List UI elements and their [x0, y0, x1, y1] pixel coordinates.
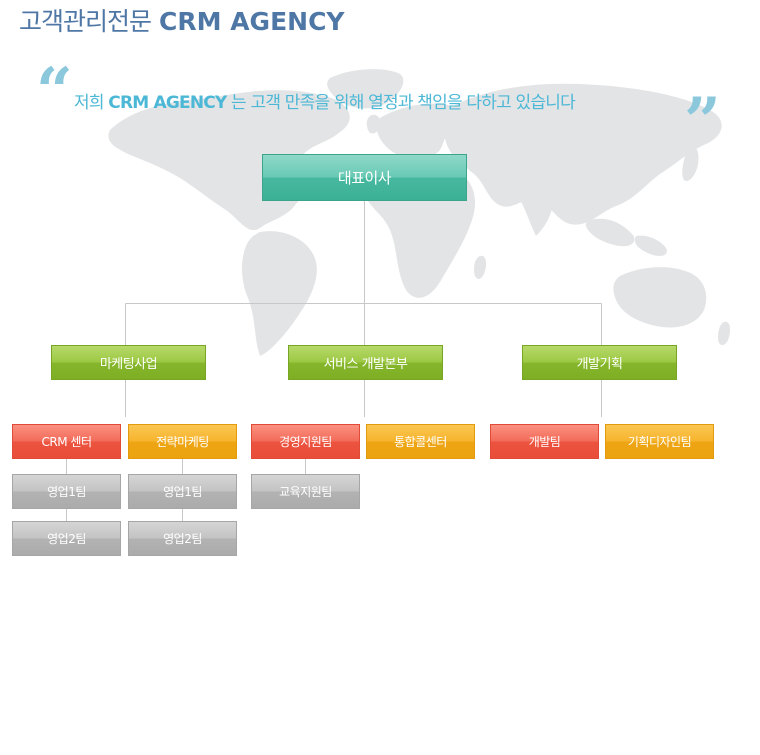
- slogan: 저희 CRM AGENCY 는 고객 만족을 위해 열정과 책임을 다하고 있습…: [74, 88, 576, 113]
- map-europe: [376, 103, 461, 158]
- slogan-prefix: 저희: [74, 93, 104, 113]
- org-node-team-development: 개발팀: [490, 424, 599, 459]
- map-asia: [442, 83, 722, 225]
- map-madagascar: [474, 255, 487, 279]
- org-node-subteam-sales-2: 영업2팀: [12, 521, 121, 556]
- map-japan: [682, 145, 699, 182]
- page-title-brand: CRM AGENCY: [159, 7, 345, 36]
- map-australia: [613, 267, 707, 328]
- org-node-team-planning-design: 기획디자인팀: [605, 424, 714, 459]
- org-node-ceo: 대표이사: [262, 154, 467, 201]
- org-node-team-strategic-marketing: 전략마케팅: [128, 424, 237, 459]
- map-new-zealand: [718, 321, 731, 346]
- org-node-subteam-sales-2: 영업2팀: [128, 521, 237, 556]
- close-quote-icon: ”: [684, 84, 721, 159]
- org-node-team-crm-center: CRM 센터: [12, 424, 121, 459]
- org-node-subteam-education-support: 교육지원팀: [251, 474, 360, 509]
- page-title-korean: 고객관리전문: [19, 7, 152, 36]
- org-node-subteam-sales-1: 영업1팀: [12, 474, 121, 509]
- slogan-suffix: 는 고객 만족을 위해 열정과 책임을 다하고 있습니다: [231, 93, 576, 113]
- org-node-team-call-center: 통합콜센터: [366, 424, 475, 459]
- map-india: [516, 179, 553, 236]
- org-node-division-marketing: 마케팅사업: [51, 345, 206, 380]
- map-southeast-asia: [585, 218, 635, 247]
- slogan-brand: CRM AGENCY: [108, 93, 227, 113]
- open-quote-icon: “: [36, 54, 73, 129]
- map-greenland: [327, 69, 404, 109]
- org-node-division-dev-planning: 개발기획: [522, 345, 677, 380]
- org-node-team-management-support: 경영지원팀: [251, 424, 360, 459]
- org-node-division-service-dev: 서비스 개발본부: [288, 345, 443, 380]
- map-south-america: [242, 231, 317, 356]
- map-uk: [366, 114, 381, 134]
- org-node-subteam-sales-1: 영업1팀: [128, 474, 237, 509]
